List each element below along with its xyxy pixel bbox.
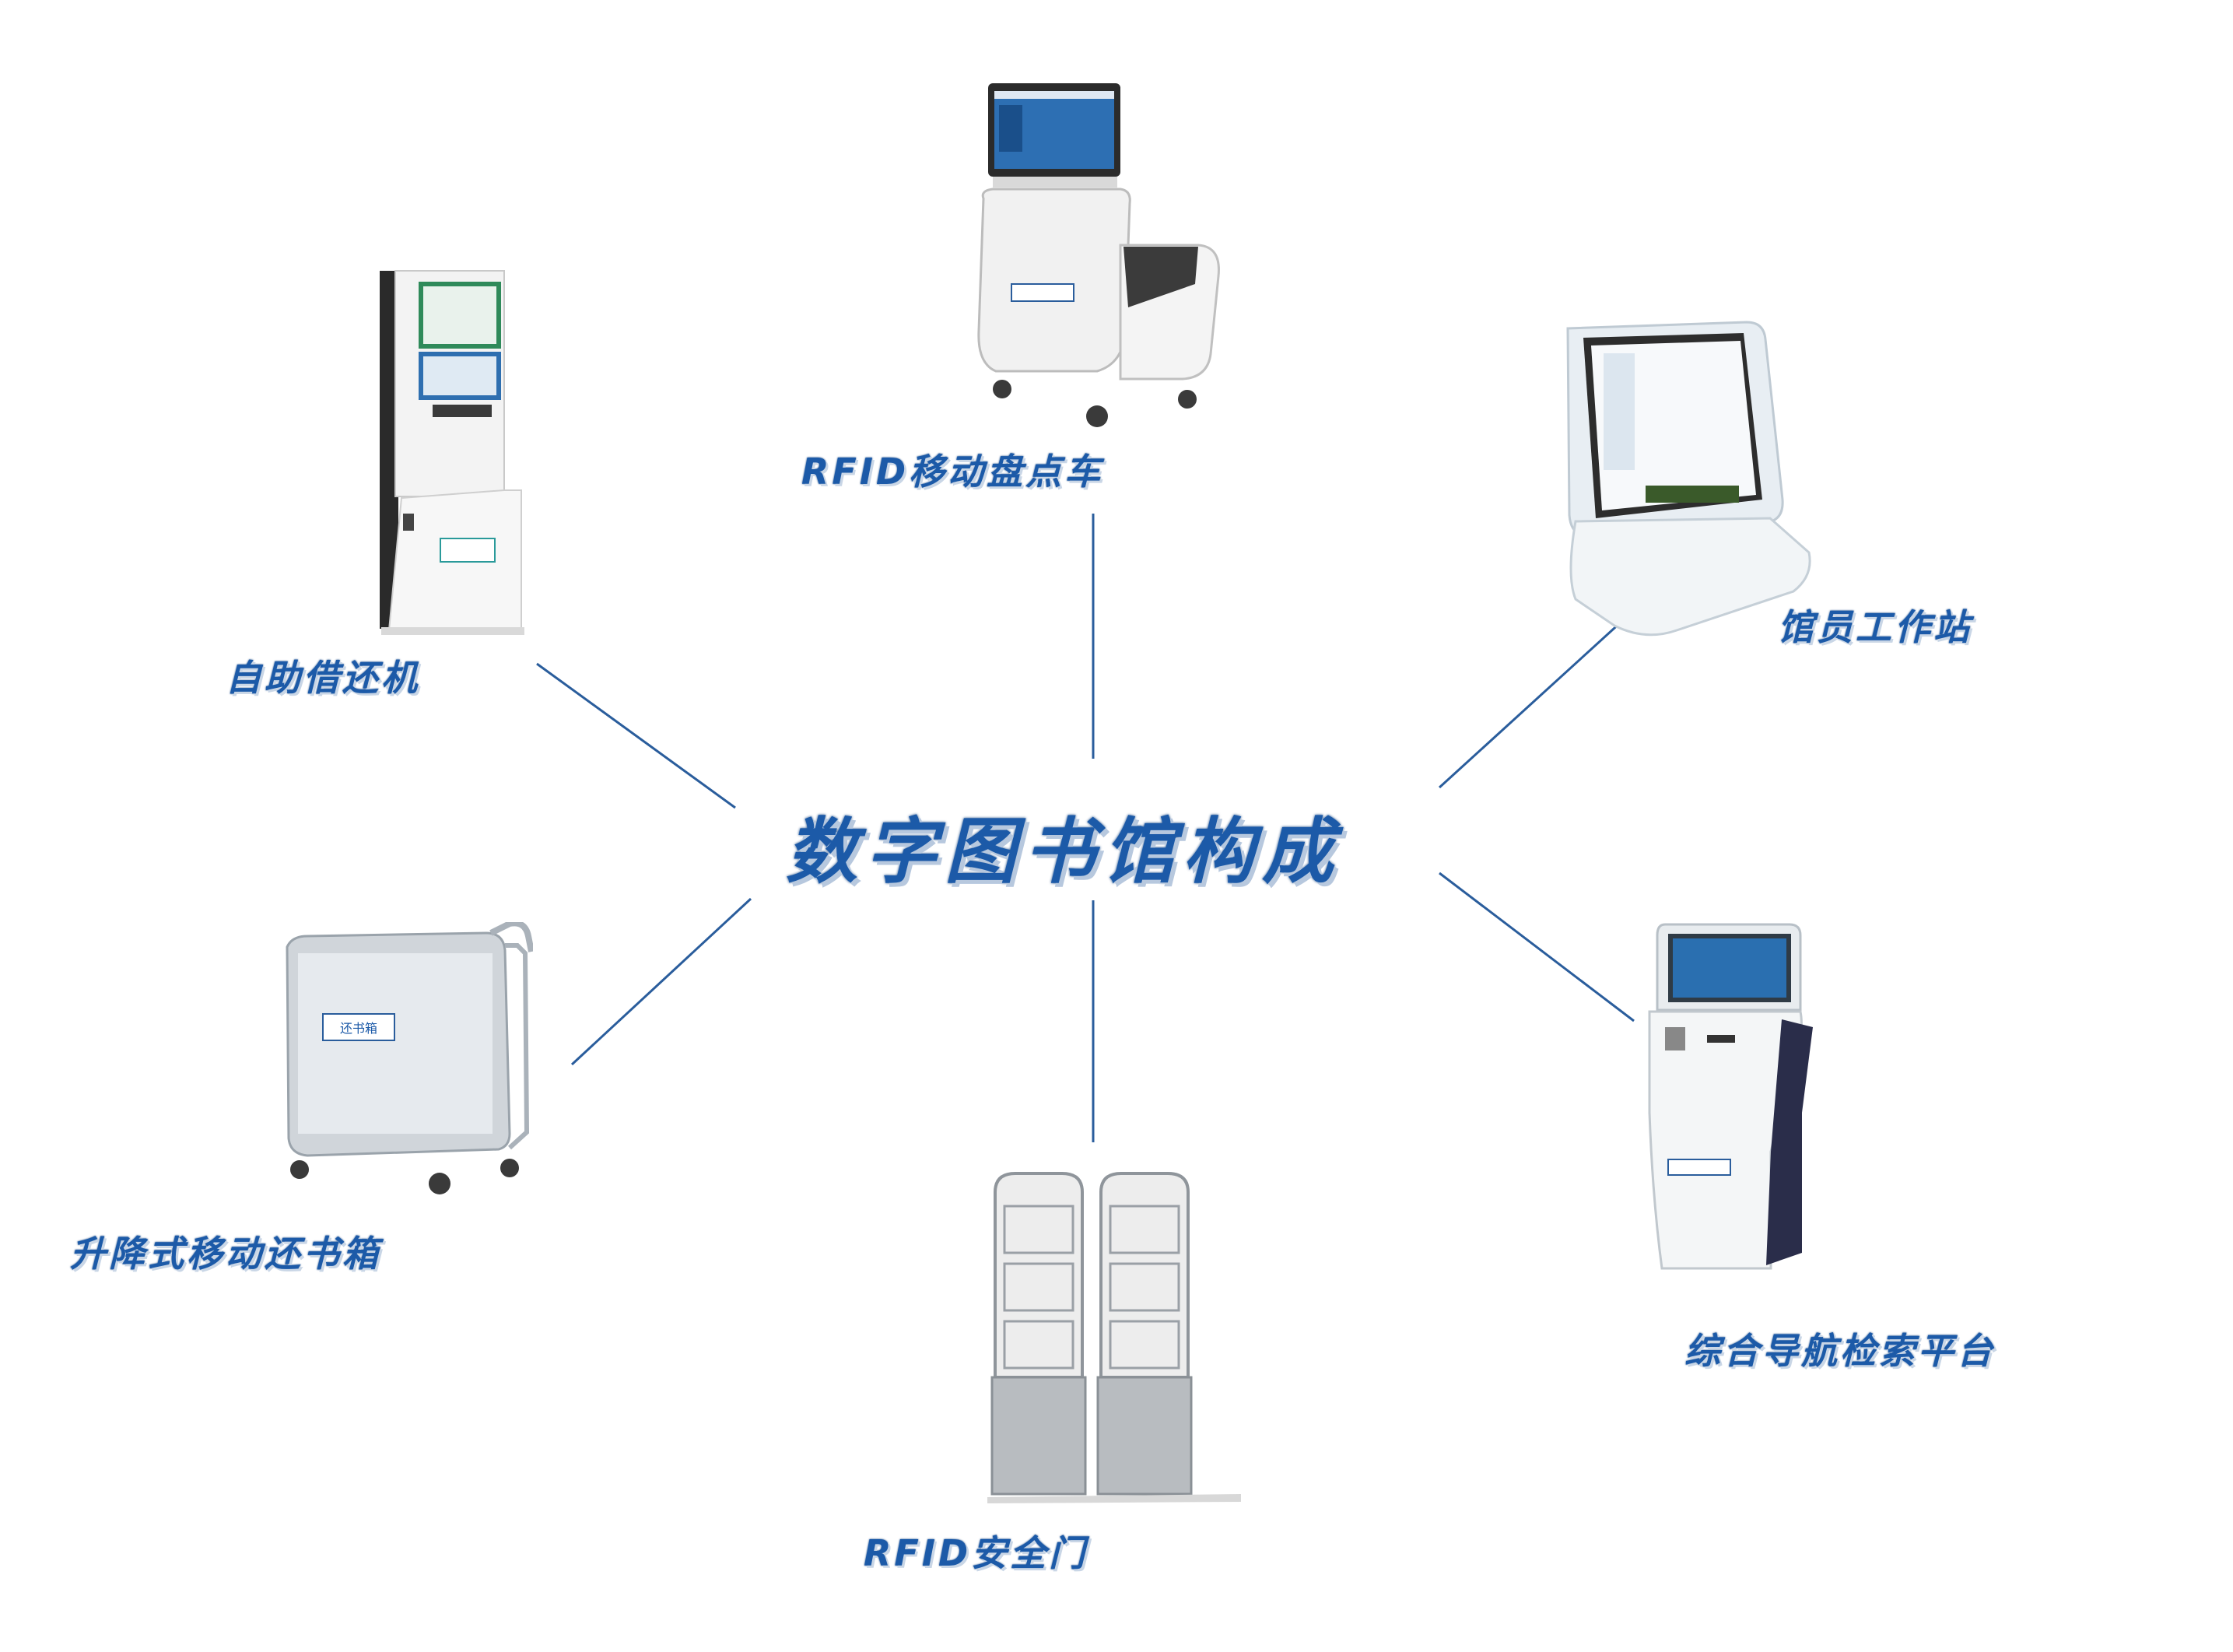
navigation-search-kiosk-icon bbox=[1648, 923, 1813, 1270]
self-service-kiosk-icon bbox=[380, 270, 524, 635]
rfid-security-gate-icon bbox=[987, 1172, 1241, 1503]
navigation-search-kiosk-label: 综合导航检索平台 bbox=[1684, 1330, 1996, 1372]
rfid-mobile-inventory-cart-label: RFID移动盘点车 bbox=[801, 451, 1104, 493]
librarian-workstation-label: 馆员工作站 bbox=[1778, 606, 1972, 648]
self-service-kiosk-label: 自助借还机 bbox=[226, 657, 420, 699]
mobile-book-return-box-label: 升降式移动还书箱 bbox=[70, 1233, 381, 1275]
connector-line bbox=[536, 662, 736, 809]
gate-pillar-left bbox=[990, 1172, 1087, 1496]
gate-pillar-right bbox=[1096, 1172, 1193, 1496]
connector-line bbox=[1438, 619, 1624, 789]
mobile-book-return-box-icon: 还书箱 bbox=[286, 922, 533, 1194]
return-box-brand-text: 还书箱 bbox=[340, 1021, 377, 1036]
librarian-workstation-icon bbox=[1566, 321, 1811, 637]
connector-line bbox=[1439, 872, 1635, 1022]
rfid-mobile-inventory-cart-icon bbox=[977, 83, 1220, 427]
connector-line bbox=[570, 897, 752, 1066]
rfid-security-gate-label: RFID安全门 bbox=[864, 1532, 1088, 1574]
diagram-title: 数字图书馆构成 bbox=[786, 810, 1342, 893]
